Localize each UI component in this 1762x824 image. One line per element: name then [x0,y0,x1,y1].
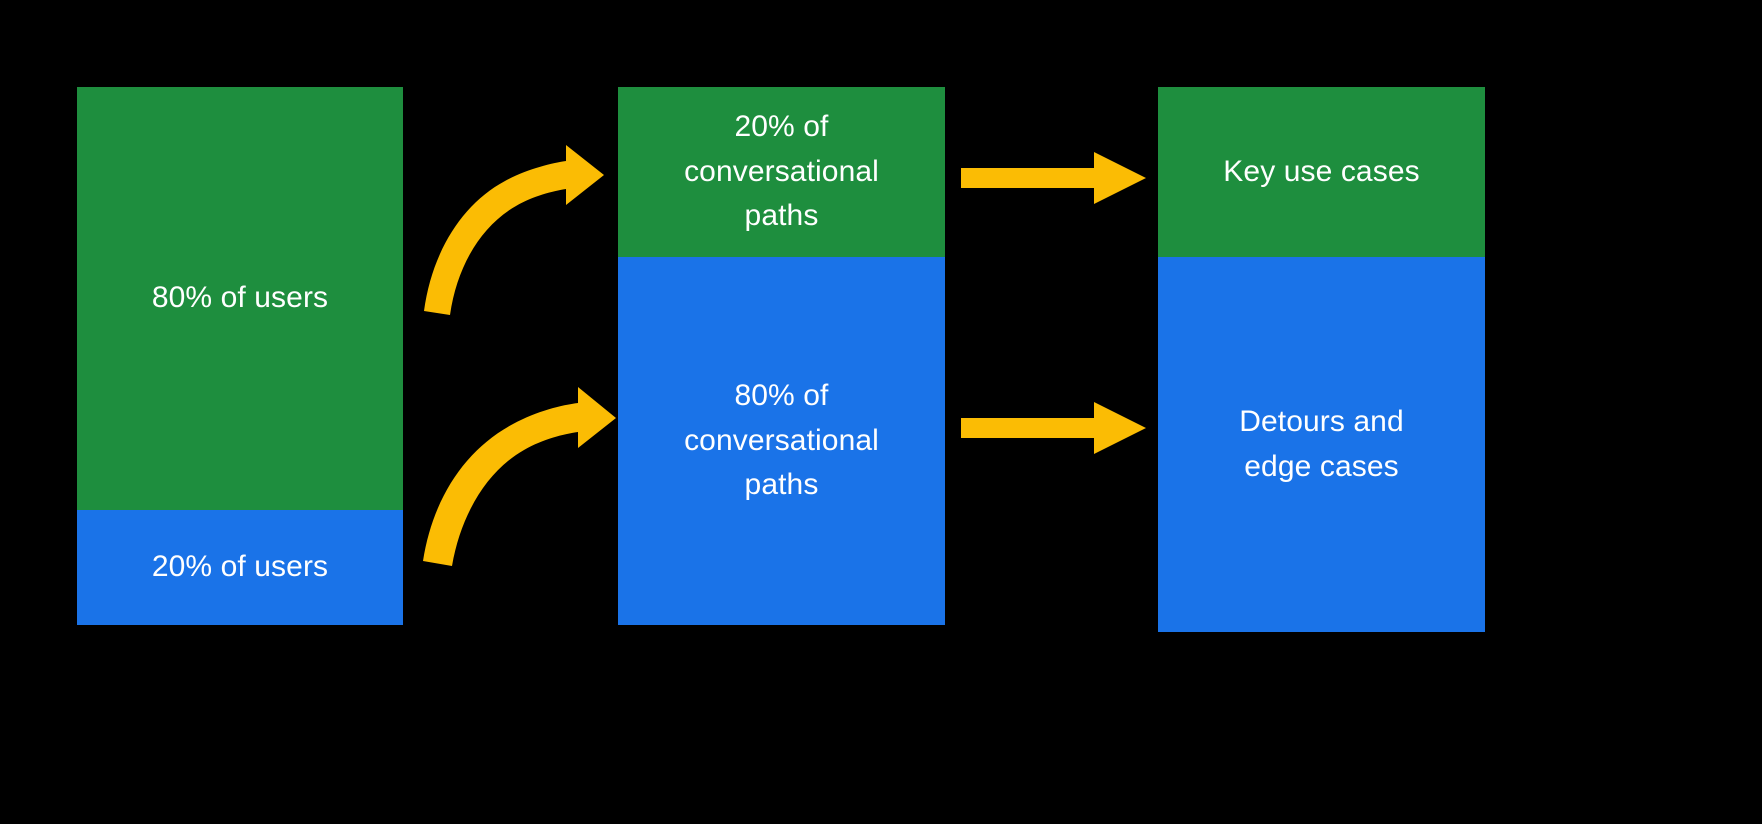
column-conversational-paths: 20% of conversational paths 80% of conve… [618,87,945,625]
segment-label: Key use cases [1223,154,1420,188]
segment-label: 20% of conversational paths [684,110,879,233]
segment-label: 80% of users [151,281,329,315]
curved-arrow-users-to-top-paths-icon [424,145,604,315]
curved-arrow-users-to-bottom-paths-icon [423,387,616,566]
segment-20-percent-of-conversational-paths: 20% of conversational paths [618,87,945,257]
segment-detours-and-edge-cases: Detours and edge cases [1158,257,1485,632]
segment-key-use-cases: Key use cases [1158,87,1485,257]
segment-80-percent-of-conversational-paths: 80% of conversational paths [618,257,945,625]
straight-arrow-top-paths-to-key-use-cases-icon [961,152,1146,204]
segment-label: Detours and edge cases [1239,405,1404,483]
column-use-cases: Key use cases Detours and edge cases [1158,87,1485,632]
column-users: 80% of users 20% of users [77,87,403,625]
segment-label: 20% of users [151,550,329,584]
straight-arrow-bottom-paths-to-edge-cases-icon [961,402,1146,454]
segment-20-percent-of-users: 20% of users [77,510,403,625]
segment-label: 80% of conversational paths [684,379,879,502]
segment-80-percent-of-users: 80% of users [77,87,403,510]
